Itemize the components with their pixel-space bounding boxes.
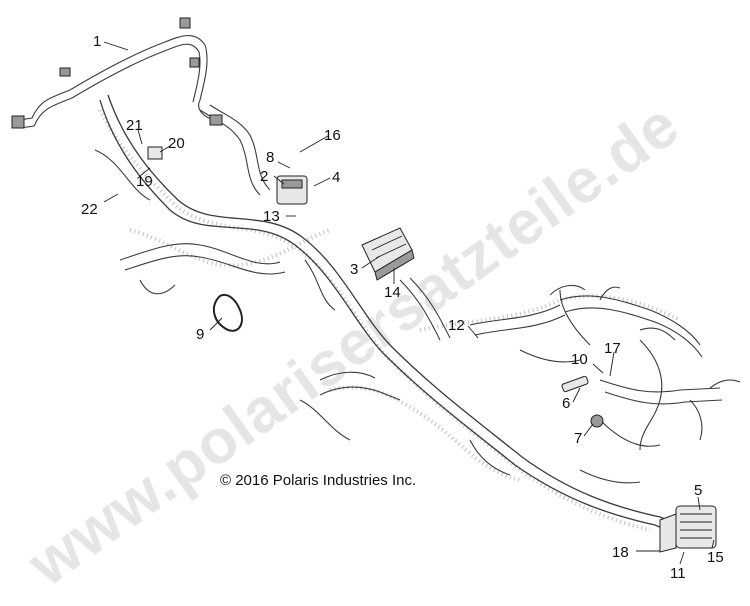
connector-icon bbox=[11, 115, 25, 129]
callout-15: 15 bbox=[707, 549, 724, 566]
callout-6: 6 bbox=[562, 395, 570, 412]
connector-icon bbox=[59, 67, 71, 77]
seal-ring bbox=[212, 294, 243, 332]
callout-3: 3 bbox=[350, 261, 358, 278]
callout-9: 9 bbox=[196, 326, 204, 343]
callout-20: 20 bbox=[168, 135, 185, 152]
callout-17: 17 bbox=[604, 340, 621, 357]
ecu-module bbox=[361, 227, 415, 281]
sub-harness-1 bbox=[11, 17, 223, 129]
callout-19: 19 bbox=[136, 173, 153, 190]
callout-18: 18 bbox=[612, 544, 629, 561]
connector-icon bbox=[179, 17, 191, 29]
main-harness bbox=[94, 94, 741, 541]
callout-10: 10 bbox=[571, 351, 588, 368]
callout-2: 2 bbox=[260, 168, 268, 185]
relay-box bbox=[276, 175, 308, 205]
connector-icon bbox=[209, 114, 223, 126]
callout-21: 21 bbox=[126, 117, 143, 134]
callout-5: 5 bbox=[694, 482, 702, 499]
regulator-module bbox=[659, 505, 717, 553]
sensor-module bbox=[147, 146, 163, 160]
callout-16: 16 bbox=[324, 127, 341, 144]
callout-numbers: 1 2 3 4 5 6 7 8 9 10 11 12 13 14 15 16 1… bbox=[81, 33, 724, 582]
connector-icon bbox=[189, 57, 200, 68]
callout-4: 4 bbox=[332, 169, 340, 186]
callout-7: 7 bbox=[574, 430, 582, 447]
callout-22: 22 bbox=[81, 201, 98, 218]
copyright-text: © 2016 Polaris Industries Inc. bbox=[220, 472, 416, 489]
callout-12: 12 bbox=[448, 317, 465, 334]
grommet bbox=[590, 414, 604, 428]
callout-8: 8 bbox=[266, 149, 274, 166]
callout-14: 14 bbox=[384, 284, 401, 301]
callout-1: 1 bbox=[93, 33, 101, 50]
callout-11: 11 bbox=[670, 565, 686, 582]
callout-13: 13 bbox=[263, 208, 280, 225]
leader-lines bbox=[103, 41, 715, 565]
mount-bracket bbox=[561, 375, 589, 393]
